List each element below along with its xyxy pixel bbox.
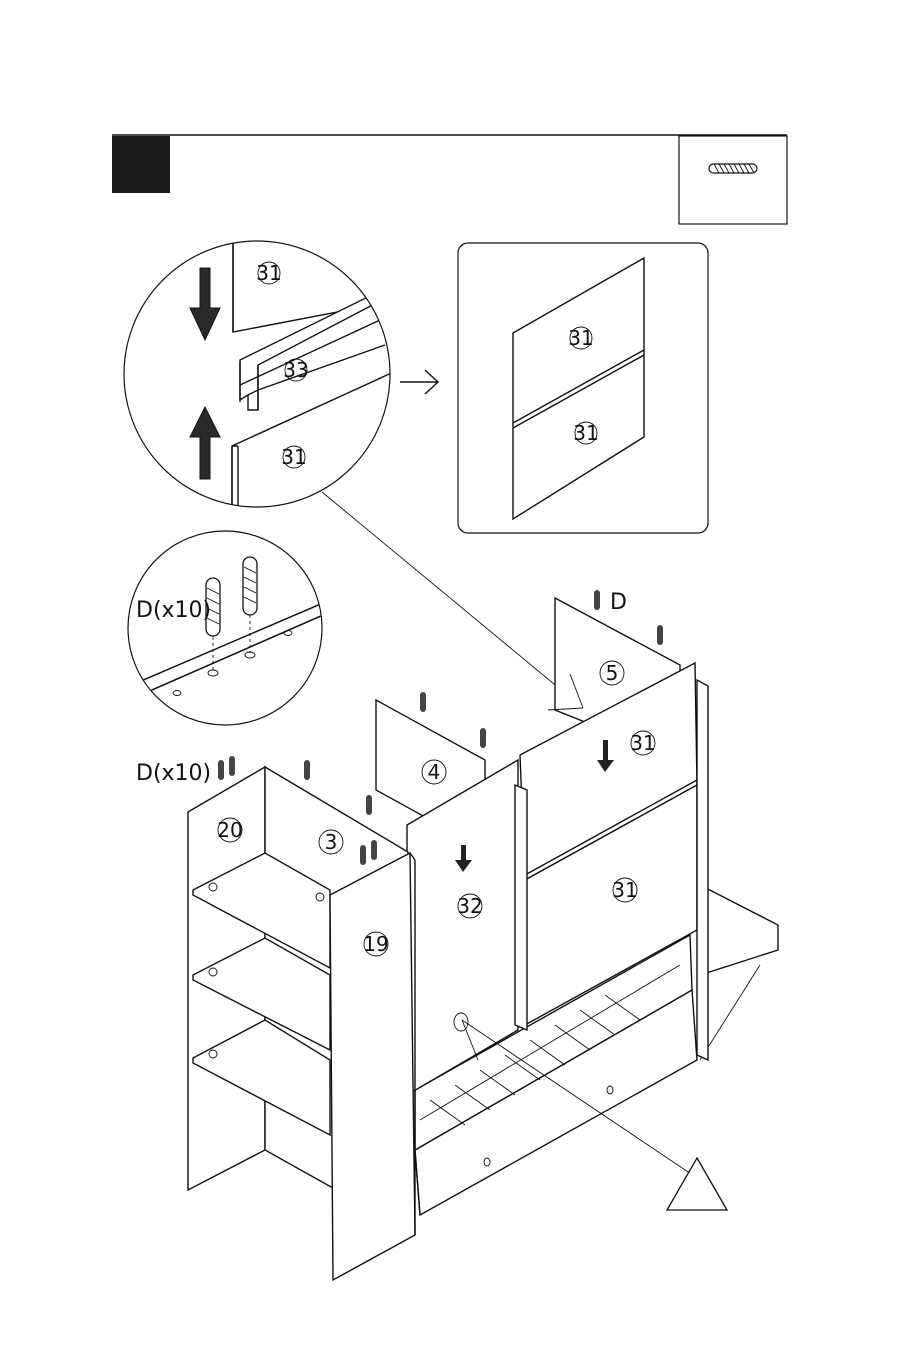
dowel-count-detail-label: D(x10) <box>136 598 211 623</box>
part-5-label: 5 <box>606 661 619 685</box>
dowel-icon <box>371 840 377 860</box>
part-31-bottom-label: 31 <box>281 445 306 469</box>
part-4-label: 4 <box>428 760 441 784</box>
part-33-label: 33 <box>283 358 308 382</box>
result-31-bottom-label: 31 <box>573 421 598 445</box>
detail-connector: 31 33 31 <box>124 240 420 520</box>
hardware-box <box>679 136 787 224</box>
result-arrow <box>400 370 438 394</box>
part-31-main-top-label: 31 <box>630 731 655 755</box>
dowel-icon <box>304 760 310 780</box>
detail-dowels <box>120 531 330 725</box>
part-31-top-label: 31 <box>256 261 281 285</box>
main-assembly: D D(x10) 5 4 3 20 19 32 31 31 <box>136 590 778 1280</box>
part-32-label: 32 <box>457 894 482 918</box>
part-31-main-bottom-label: 31 <box>612 878 637 902</box>
result-box: 31 31 <box>458 243 708 533</box>
caution-triangle-icon <box>667 1158 727 1210</box>
dowel-single-label: D <box>610 590 627 615</box>
dowel-icon <box>709 164 757 173</box>
dowel-icon <box>657 625 663 645</box>
arrow-up-icon <box>190 407 220 479</box>
dowel-icon <box>420 692 426 712</box>
dowel-icon <box>218 760 224 780</box>
dowel-icon <box>594 590 600 610</box>
part-19-label: 19 <box>363 932 388 956</box>
result-31-top-label: 31 <box>568 326 593 350</box>
step-header <box>112 135 787 224</box>
leader-line-1 <box>322 492 583 708</box>
dowel-icon <box>366 795 372 815</box>
dowel-count-main-label: D(x10) <box>136 761 211 786</box>
dowel-icon <box>360 845 366 865</box>
step-number-badge <box>112 136 170 193</box>
part-3-label: 3 <box>325 830 338 854</box>
dowel-icon <box>243 557 257 615</box>
part-20-label: 20 <box>217 818 242 842</box>
dowel-icon <box>480 728 486 748</box>
dowel-icon <box>229 756 235 776</box>
arrow-down-icon <box>190 268 220 340</box>
